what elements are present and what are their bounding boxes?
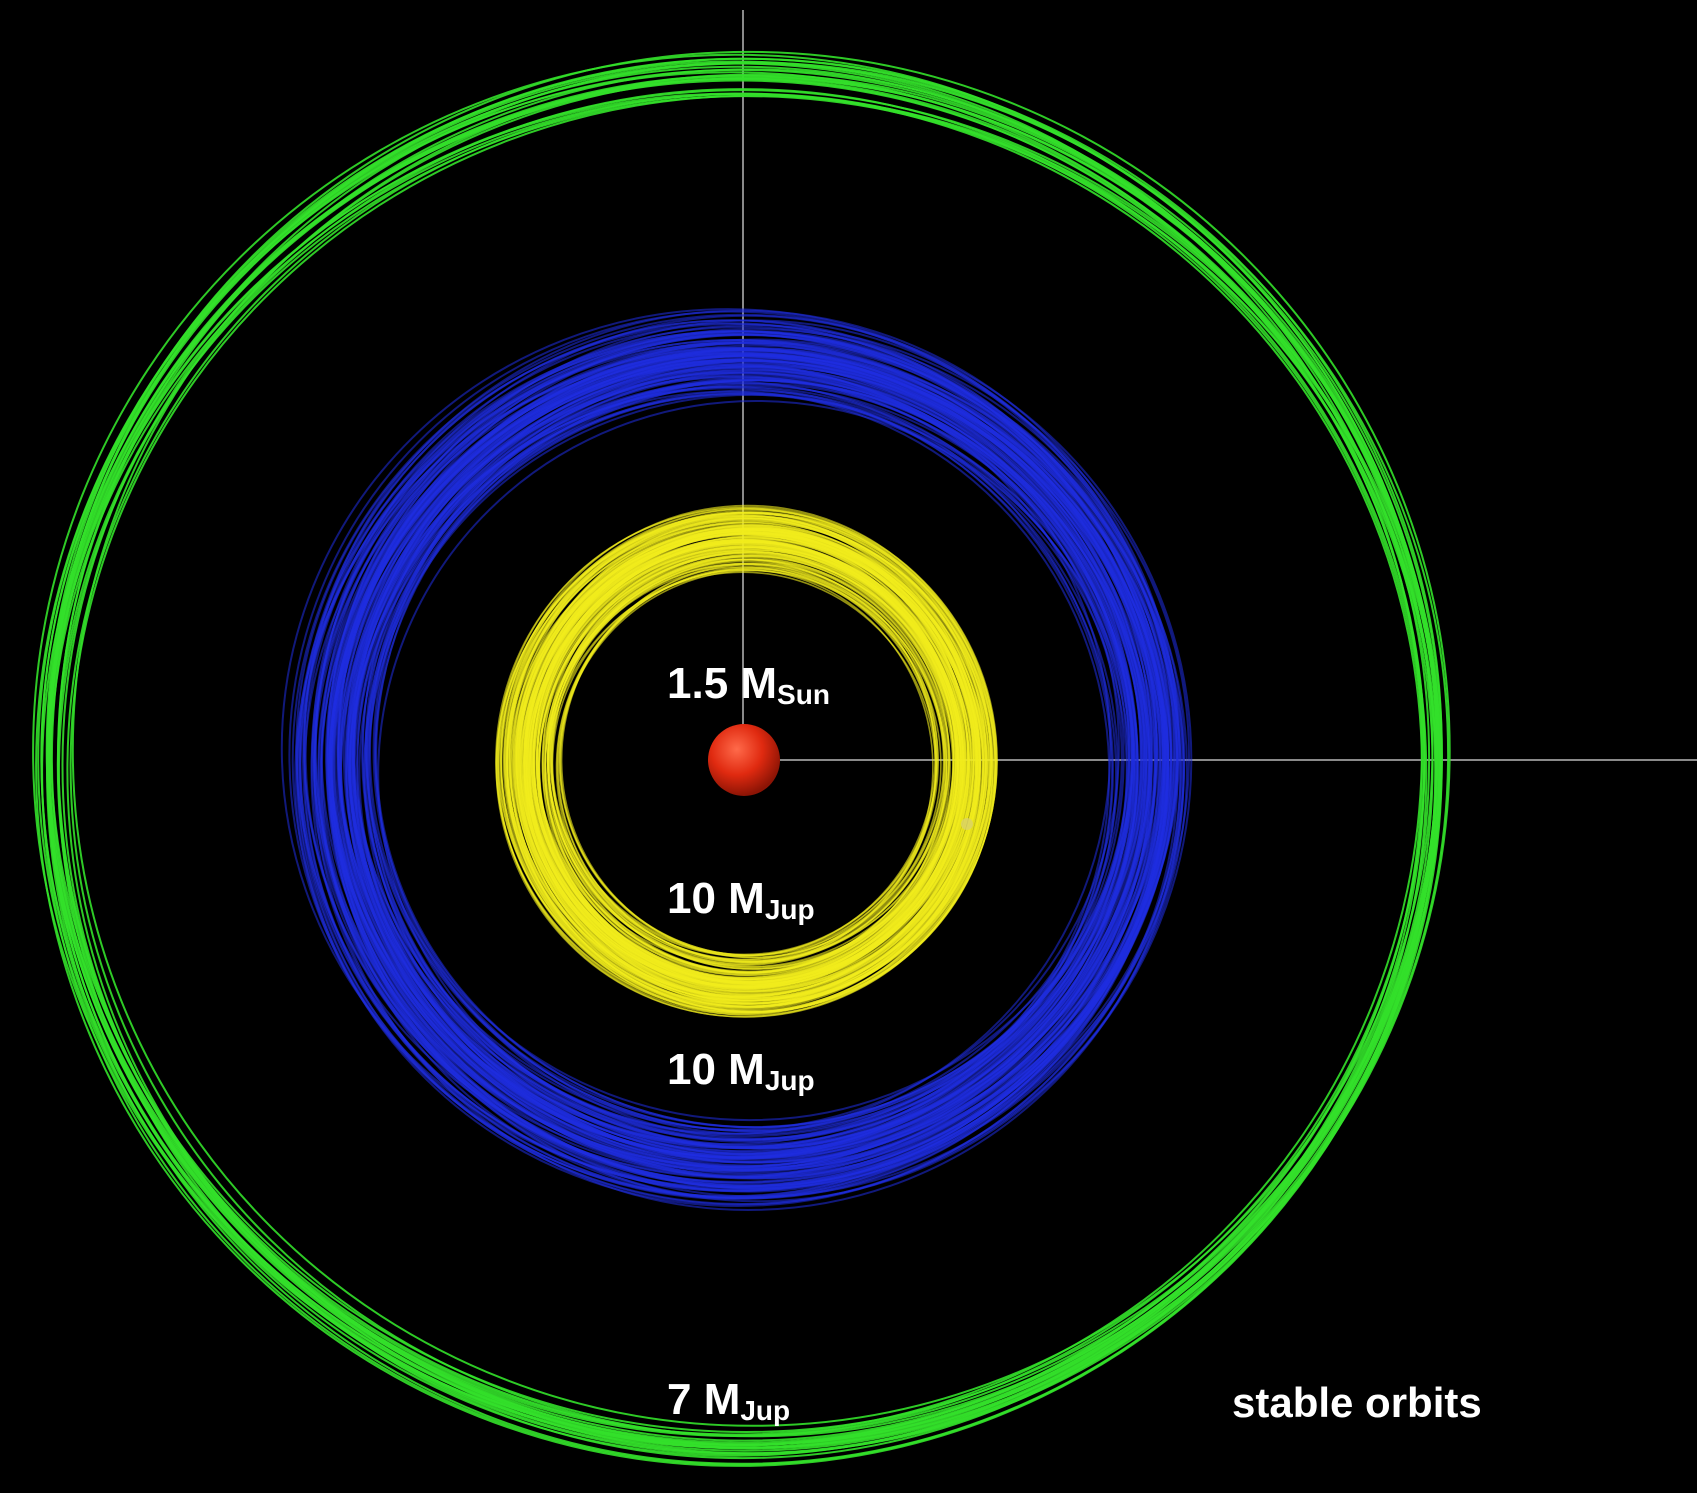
- orbit-trace: [339, 371, 1139, 1159]
- outer-planet-mass-label: 7 MJup: [667, 1378, 790, 1425]
- orbit-trace: [302, 323, 1167, 1199]
- star-icon: [708, 724, 780, 796]
- orbit-trace: [46, 74, 1442, 1455]
- orbit-trace: [536, 548, 964, 986]
- middle-planet-mass-label: 10 MJup: [667, 1048, 815, 1095]
- orbit-trace: [372, 362, 1137, 1140]
- planet-icon: [961, 818, 973, 830]
- orbit-trace: [303, 319, 1158, 1179]
- outer-orbit-traces: [32, 50, 1451, 1467]
- orbit-trace: [514, 534, 980, 1003]
- middle-planet-mass-value: 10 M: [667, 1045, 765, 1094]
- inner-planet-mass-subscript: Jup: [764, 894, 815, 925]
- inner-orbit-traces: [495, 504, 998, 1018]
- orbit-trace: [517, 518, 985, 1002]
- inner-planet-mass-value: 10 M: [667, 874, 765, 923]
- orbit-trace: [520, 525, 975, 996]
- orbit-trace: [35, 65, 1441, 1467]
- orbit-trace: [329, 341, 1153, 1155]
- orbit-trace: [57, 88, 1428, 1460]
- star-mass-subscript: Sun: [777, 679, 830, 710]
- star-mass-value: 1.5 M: [667, 659, 778, 708]
- orbit-trace: [56, 95, 1434, 1437]
- orbit-trace: [502, 512, 998, 1013]
- orbit-trace: [352, 360, 1151, 1150]
- orbit-trace: [515, 528, 971, 988]
- orbit-trace: [374, 366, 1131, 1136]
- orbit-trace: [358, 379, 1156, 1164]
- orbit-trace: [326, 327, 1181, 1169]
- star-mass-label: 1.5 MSun: [667, 662, 830, 709]
- outer-planet-mass-subscript: Jup: [740, 1395, 791, 1426]
- orbit-trace: [325, 346, 1169, 1186]
- orbit-trace: [40, 60, 1431, 1457]
- orbit-trace: [313, 333, 1183, 1211]
- outer-planet-mass-value: 7 M: [667, 1375, 741, 1424]
- caption: stable orbits: [1232, 1379, 1482, 1426]
- orbit-trace: [291, 313, 1193, 1206]
- orbit-trace: [538, 554, 963, 981]
- orbit-trace: [66, 92, 1425, 1449]
- middle-orbit-traces: [280, 308, 1193, 1211]
- orbit-trace: [518, 524, 969, 991]
- orbit-trace: [500, 504, 995, 1014]
- inner-planet-mass-label: 10 MJup: [667, 877, 815, 924]
- orbit-trace: [549, 558, 939, 957]
- orbit-trace: [556, 567, 947, 963]
- middle-planet-mass-subscript: Jup: [764, 1065, 815, 1096]
- orbit-trace: [348, 392, 1133, 1148]
